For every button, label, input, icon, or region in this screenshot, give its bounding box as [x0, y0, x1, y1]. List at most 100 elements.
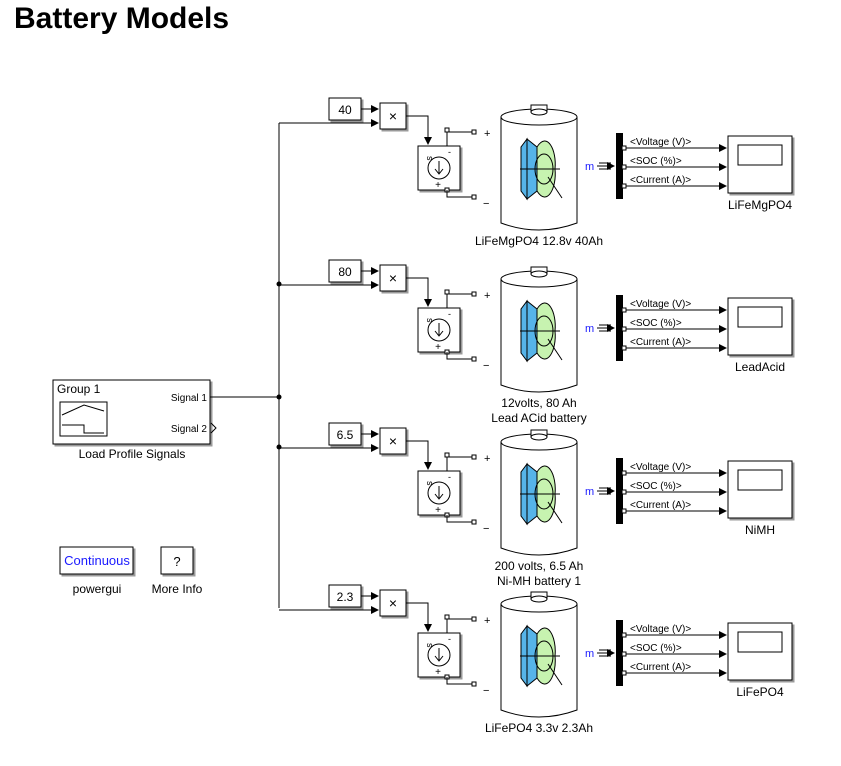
scope-name: LiFePO4 [736, 685, 784, 699]
terminal-port [471, 356, 477, 362]
cell-lines-icon [520, 147, 563, 199]
battery-cap-top [530, 433, 548, 441]
source-s-label: s [425, 156, 435, 161]
signal-builder-block[interactable]: Group 1 Signal 1 Signal 2 [52, 379, 217, 445]
bus-output-port [621, 164, 627, 170]
bus-signal-label: <Current (A)> [630, 662, 691, 673]
current-arrow-icon [434, 648, 444, 662]
signal-line [406, 277, 432, 307]
gain-value: 2.3 [337, 590, 354, 604]
terminal-port [444, 127, 450, 133]
battery-name: 12volts, 80 Ah [501, 396, 576, 410]
battery-block[interactable] [500, 429, 578, 556]
signal-line [446, 131, 472, 146]
source-minus-label: - [448, 634, 451, 644]
powergui-block[interactable]: Continuous [59, 546, 134, 575]
terminal-port [444, 452, 450, 458]
battery-minus-label: − [483, 523, 489, 535]
multiply-icon: × [389, 595, 397, 611]
signal-line [446, 618, 472, 633]
measurement-port-label: m [585, 161, 594, 173]
signal-trunk [210, 123, 282, 608]
scope-name: LiFeMgPO4 [728, 198, 792, 212]
current-arrow-icon [434, 486, 444, 500]
bus-signal-label: <SOC (%)> [630, 318, 682, 329]
bus-signal-label: <Current (A)> [630, 500, 691, 511]
bus-selector-block[interactable] [616, 458, 623, 524]
signal-line [446, 190, 472, 198]
signal-1-port-label: Signal 1 [171, 393, 208, 404]
scope-name: NiMH [745, 523, 775, 537]
bus-selector-block[interactable] [616, 295, 623, 361]
bus-signal-label: <Current (A)> [630, 175, 691, 186]
bus-output-port [621, 651, 627, 657]
bus-output-port [621, 489, 627, 495]
bus-signal-label: <SOC (%)> [630, 643, 682, 654]
bus-output-port [621, 345, 627, 351]
battery-cap-top [530, 270, 548, 278]
bus-output-port [621, 145, 627, 151]
battery-name: LiFePO4 3.3v 2.3Ah [485, 721, 593, 735]
cell-lines-icon [520, 309, 563, 361]
scope-screen-icon [737, 469, 783, 491]
powergui-name: powergui [73, 582, 122, 596]
bus-output-port [621, 326, 627, 332]
bus-selector-block[interactable] [616, 133, 623, 199]
bus-selector-block[interactable] [616, 620, 623, 686]
battery-block[interactable] [500, 266, 578, 393]
signal-builder-name: Load Profile Signals [79, 447, 186, 461]
source-s-label: s [425, 318, 435, 323]
bus-output-port [621, 670, 627, 676]
battery-block[interactable] [500, 591, 578, 718]
battery-plus-label: + [484, 290, 490, 302]
signal-line [446, 677, 472, 685]
signal-2-port-label: Signal 2 [171, 424, 208, 435]
battery-minus-label: − [483, 198, 489, 210]
current-arrow-icon [434, 161, 444, 175]
current-arrow-icon [434, 323, 444, 337]
product-block[interactable] [379, 427, 407, 455]
terminal-port [444, 614, 450, 620]
battery-plus-label: + [484, 128, 490, 140]
source-s-label: s [425, 643, 435, 648]
signal-builder-group-label: Group 1 [57, 382, 101, 396]
measurement-port-label: m [585, 648, 594, 660]
source-s-label: s [425, 481, 435, 486]
battery-plus-label: + [484, 453, 490, 465]
battery-name: LiFeMgPO4 12.8v 40Ah [475, 234, 603, 248]
more-info-block[interactable]: ? [160, 546, 194, 575]
measurement-port-label: m [585, 486, 594, 498]
bus-signal-label: <Current (A)> [630, 337, 691, 348]
battery-minus-label: − [483, 360, 489, 372]
bus-output-port [621, 183, 627, 189]
terminal-port [444, 289, 450, 295]
signal-line [406, 115, 432, 145]
bus-signal-label: <Voltage (V)> [630, 137, 691, 148]
source-plus-label: + [435, 667, 441, 678]
bus-arrow-icon [599, 162, 611, 170]
battery-block[interactable] [500, 104, 578, 231]
bus-signal-label: <SOC (%)> [630, 481, 682, 492]
source-plus-label: + [435, 342, 441, 353]
bus-output-port [621, 470, 627, 476]
terminal-port [471, 519, 477, 525]
battery-minus-label: − [483, 685, 489, 697]
measurement-port-label: m [585, 323, 594, 335]
terminal-port [471, 194, 477, 200]
signal-line [446, 515, 472, 523]
bus-signal-label: <Voltage (V)> [630, 299, 691, 310]
source-minus-label: - [448, 472, 451, 482]
bus-arrow-icon [599, 324, 611, 332]
bus-signal-label: <SOC (%)> [630, 156, 682, 167]
bus-output-port [621, 632, 627, 638]
terminal-port [471, 454, 477, 460]
source-plus-label: + [435, 180, 441, 191]
multiply-icon: × [389, 433, 397, 449]
powergui-mode-label: Continuous [64, 553, 130, 568]
scope-name: LeadAcid [735, 360, 785, 374]
terminal-port [471, 681, 477, 687]
